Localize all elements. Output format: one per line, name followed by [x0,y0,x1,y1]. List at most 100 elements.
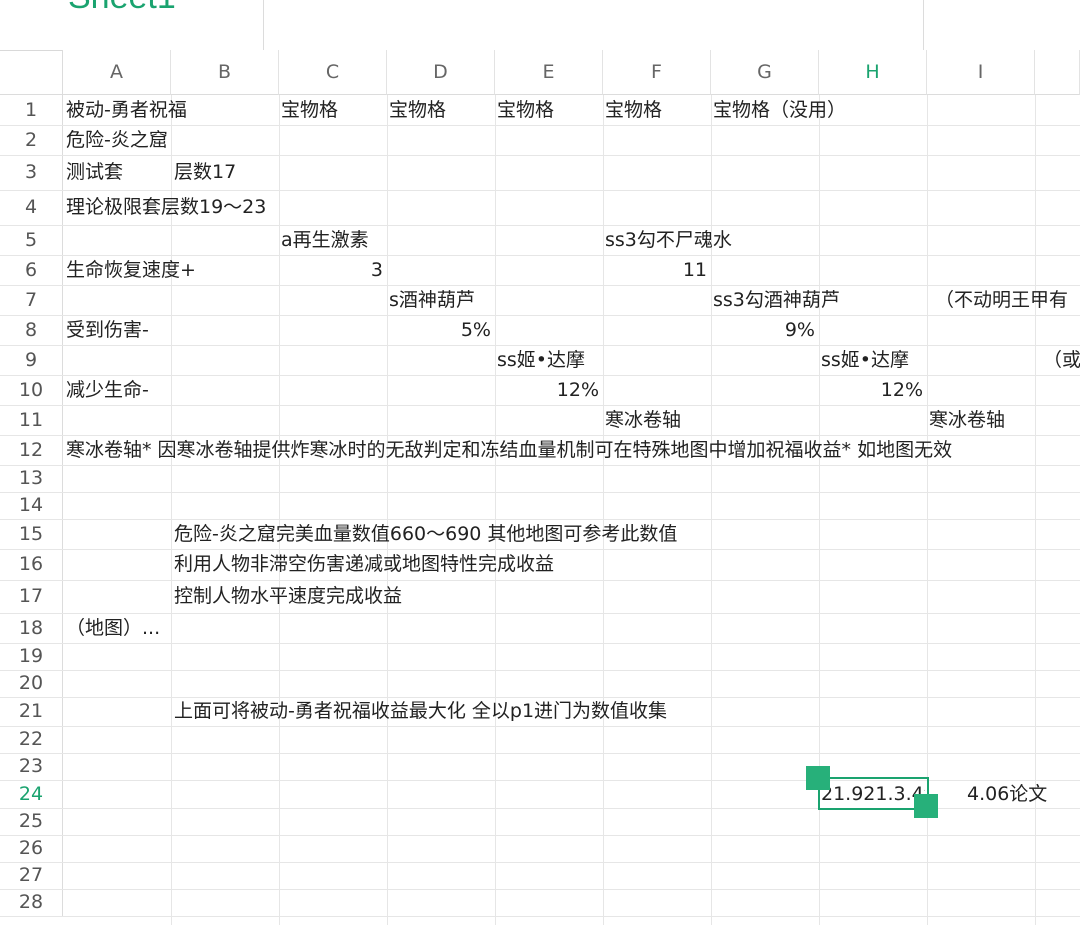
cell-a12[interactable]: 寒冰卷轴* 因寒冰卷轴提供炸寒冰时的无敌判定和冻结血量机制可在特殊地图中增加祝福… [66,439,953,461]
cell-b16[interactable]: 利用人物非滞空伤害递减或地图特性完成收益 [174,553,555,575]
row-header-27[interactable]: 27 [0,862,63,889]
cell-d1[interactable]: 宝物格 [389,99,447,121]
gridline [0,405,1080,406]
gridline [0,580,1080,581]
row-header-2[interactable]: 2 [0,125,63,155]
column-header-j[interactable] [1035,50,1080,95]
gridline [0,753,1080,754]
row-header-21[interactable]: 21 [0,697,63,726]
cell-a10[interactable]: 减少生命- [66,379,149,401]
sheet-tab-bar: Sheet1 [0,0,1080,51]
gridline [711,95,712,925]
row-header-20[interactable]: 20 [0,670,63,697]
column-header-f[interactable]: F [603,50,711,95]
cell-a2[interactable]: 危险-炎之窟 [66,129,168,151]
gridline [1035,95,1036,925]
cell-i11[interactable]: 寒冰卷轴 [929,409,1006,431]
cell-e10[interactable]: 12% [556,379,599,401]
select-all-corner[interactable] [0,50,63,95]
gridline [0,889,1080,890]
cell-a3[interactable]: 测试套 [66,161,124,183]
column-header-d[interactable]: D [387,50,495,95]
row-header-23[interactable]: 23 [0,753,63,780]
cell-d8[interactable]: 5% [460,319,491,341]
cell-a6[interactable]: 生命恢复速度+ [66,259,196,281]
cell-b3[interactable]: 层数17 [174,161,237,183]
cell-g7[interactable]: ss3勾酒神葫芦 [713,289,840,311]
cell-g1[interactable]: 宝物格（没用） [713,99,847,121]
column-header-b[interactable]: B [171,50,279,95]
cell-a1[interactable]: 被动-勇者祝福 [66,99,187,121]
cell-i7[interactable]: （不动明王甲有 [935,289,1069,311]
cell-a4[interactable]: 理论极限套层数19～23 [66,196,267,218]
cell-h9[interactable]: ss姬•达摩 [821,349,910,371]
cell-g8[interactable]: 9% [784,319,815,341]
gridline [0,916,1080,917]
column-header-h[interactable]: H [819,50,927,95]
column-header-g[interactable]: G [711,50,819,95]
cell-a8[interactable]: 受到伤害- [66,319,149,341]
cell-d7[interactable]: s酒神葫芦 [389,289,475,311]
row-header-18[interactable]: 18 [0,613,63,643]
row-header-8[interactable]: 8 [0,315,63,345]
cell-i9[interactable]: （或 [1043,349,1080,371]
row-header-11[interactable]: 11 [0,405,63,435]
cell-f6[interactable]: 11 [682,259,707,281]
cell-c1[interactable]: 宝物格 [281,99,339,121]
row-header-5[interactable]: 5 [0,225,63,255]
row-header-17[interactable]: 17 [0,580,63,613]
row-header-22[interactable]: 22 [0,726,63,753]
cell-b17[interactable]: 控制人物水平速度完成收益 [174,585,403,607]
cell-i24[interactable]: 4.06论文 [967,783,1048,805]
cell-h10[interactable]: 12% [880,379,923,401]
cell-e1[interactable]: 宝物格 [497,99,555,121]
cell-f5[interactable]: ss3勾不尸魂水 [605,229,732,251]
selection-handle-start[interactable] [806,766,830,790]
row-header-10[interactable]: 10 [0,375,63,405]
gridline [495,95,496,925]
column-header-i[interactable]: I [927,50,1035,95]
row-header-6[interactable]: 6 [0,255,63,285]
gridline [0,613,1080,614]
cell-c5[interactable]: a再生激素 [281,229,369,251]
gridline [0,255,1080,256]
row-header-19[interactable]: 19 [0,643,63,670]
row-header-16[interactable]: 16 [0,549,63,580]
column-header-e[interactable]: E [495,50,603,95]
row-header-28[interactable]: 28 [0,889,63,916]
row-header-14[interactable]: 14 [0,492,63,519]
cell-f1[interactable]: 宝物格 [605,99,663,121]
row-header-1[interactable]: 1 [0,95,63,125]
selection-handle-end[interactable] [914,794,938,818]
row-header-3[interactable]: 3 [0,155,63,190]
cell-e9[interactable]: ss姬•达摩 [497,349,586,371]
gridline [0,670,1080,671]
row-header-13[interactable]: 13 [0,465,63,492]
cell-c6[interactable]: 3 [370,259,383,281]
column-header-c[interactable]: C [279,50,387,95]
gridline [0,155,1080,156]
row-header-12[interactable]: 12 [0,435,63,465]
gridline [0,780,1080,781]
row-header-15[interactable]: 15 [0,519,63,549]
cell-h24[interactable]: 21.921.3.4测 [821,783,925,805]
cell-a18[interactable]: （地图）... [66,617,161,639]
cell-b15[interactable]: 危险-炎之窟完美血量数值660～690 其他地图可参考此数值 [174,523,678,545]
row-header-7[interactable]: 7 [0,285,63,315]
gridline [0,375,1080,376]
row-header-4[interactable]: 4 [0,190,63,225]
spreadsheet-grid[interactable]: A B C D E F G H I 1 2 3 4 5 6 7 8 9 10 1… [0,50,1080,925]
sheet-title[interactable]: Sheet1 [68,0,176,17]
row-header-24[interactable]: 24 [0,780,63,808]
row-header-25[interactable]: 25 [0,808,63,835]
gridline [0,519,1080,520]
tab-divider [263,0,264,50]
gridline [819,95,820,925]
cell-b21[interactable]: 上面可将被动-勇者祝福收益最大化 全以p1进门为数值收集 [174,700,668,722]
column-header-a[interactable]: A [63,50,171,95]
row-header-26[interactable]: 26 [0,835,63,862]
gridline [0,697,1080,698]
row-header-9[interactable]: 9 [0,345,63,375]
cell-f11[interactable]: 寒冰卷轴 [605,409,682,431]
gridline [0,835,1080,836]
